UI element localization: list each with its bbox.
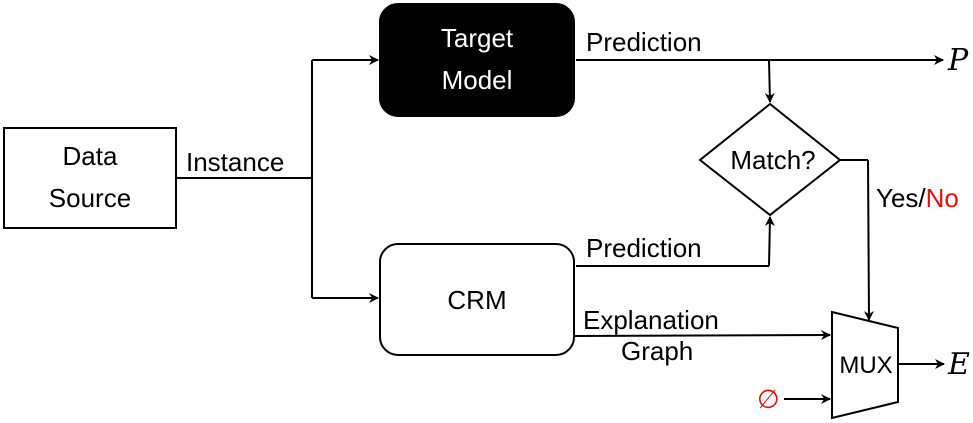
instance-edge [176,55,379,303]
explanation-label-line2: Graph [621,336,693,366]
prediction-bottom-edge [576,216,775,267]
data-source-label-line1: Data [63,141,118,171]
output-p: P [947,43,969,78]
prediction-bottom-label: Prediction [586,233,702,263]
explanation-edge [573,330,831,341]
no-label: No [926,183,959,213]
match-label: Match? [730,145,815,175]
data-source-label-line2: Source [49,183,131,213]
data-source-node: Data Source [3,127,177,229]
explanation-label-line1: Explanation [583,305,719,335]
target-model-label-line2: Model [442,65,513,95]
instance-label: Instance [186,147,284,177]
yes-no-label: Yes/No [876,183,959,213]
target-model-node: Target Model [379,3,575,117]
prediction-top-edge [576,55,944,103]
crm-node: CRM [379,243,575,356]
mux-node: MUX [831,310,899,420]
crm-label: CRM [447,285,506,315]
prediction-top-label: Prediction [586,27,702,57]
match-node: Match? [698,102,842,217]
empty-set-symbol: ∅ [757,384,780,414]
target-model-label-line1: Target [441,23,514,53]
output-e: E [947,347,970,382]
yes-label: Yes/ [876,183,926,213]
select-edge [840,159,874,321]
mux-label: MUX [839,352,892,379]
